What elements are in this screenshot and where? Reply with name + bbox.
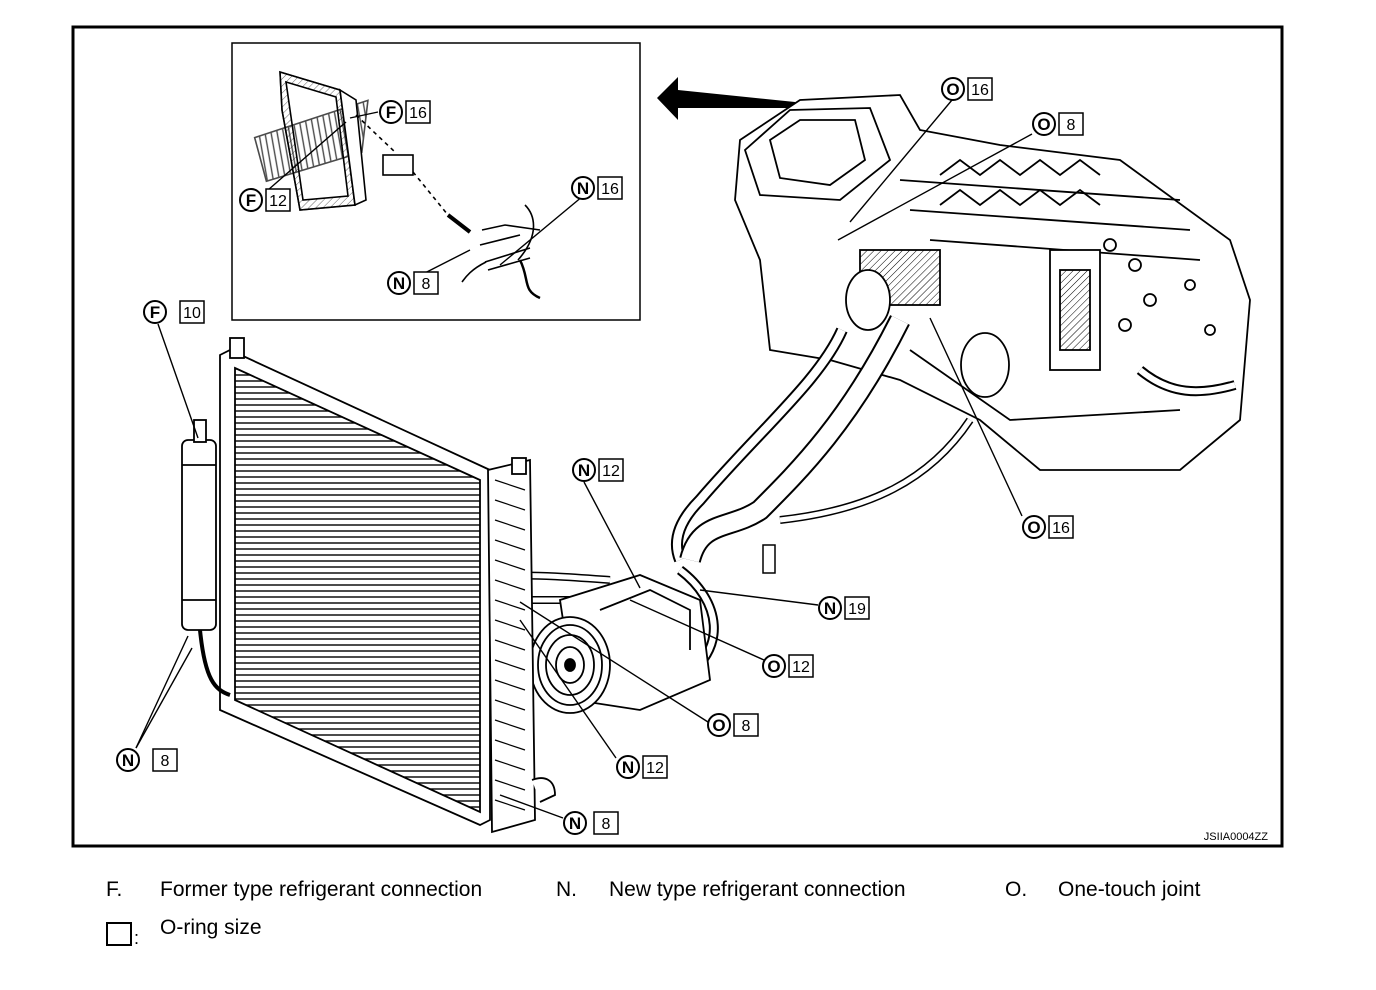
callout-letter: O — [767, 657, 780, 676]
callout-inset-f16: F 16 — [379, 100, 431, 124]
callout-size: 16 — [409, 105, 427, 122]
compressor-drawing — [529, 574, 711, 714]
callout-size: 16 — [971, 82, 989, 99]
callout-size: 19 — [848, 601, 866, 618]
legend-o-key: O. — [1005, 878, 1028, 901]
callout-letter: N — [578, 461, 590, 480]
callout-n19: N 19 — [818, 596, 870, 620]
callout-size: 8 — [161, 753, 170, 770]
legend-box-colon: : — [134, 928, 140, 948]
callout-letter: O — [1037, 115, 1050, 134]
inset-frame — [231, 42, 641, 321]
callout-letter: F — [246, 191, 256, 210]
callout-inset-f12: F 12 — [239, 188, 291, 212]
callout-o12: O 12 — [762, 654, 814, 678]
callout-n8-left: N 8 — [116, 748, 178, 772]
legend-o-text: One-touch joint — [1058, 878, 1201, 901]
callout-o16-top: O 16 — [941, 77, 993, 101]
diagram-frame — [71, 25, 1284, 848]
legend-f-text: Former type refrigerant connection — [160, 878, 483, 901]
callout-letter: N — [569, 814, 581, 833]
callout-letter: F — [386, 103, 396, 122]
callout-size: 16 — [1052, 520, 1070, 537]
callout-letter: N — [622, 758, 634, 777]
legend-f-key: F. — [106, 878, 123, 901]
callout-letter: N — [824, 599, 836, 618]
callout-o16-right: O 16 — [1022, 515, 1074, 539]
callout-letter: O — [946, 80, 959, 99]
callout-letter: N — [393, 274, 405, 293]
callout-size: 12 — [602, 463, 620, 480]
inset-expansion-valve-drawing — [253, 70, 541, 300]
callout-size: 12 — [792, 659, 810, 676]
liquid-tank-drawing — [181, 419, 231, 697]
legend-n-key: N. — [556, 878, 577, 901]
condenser-drawing — [219, 337, 556, 834]
callout-o8-top: O 8 — [1032, 112, 1084, 136]
callout-n12-lower: N 12 — [616, 755, 668, 779]
callout-size: 8 — [742, 718, 751, 735]
callout-letter: O — [712, 716, 725, 735]
callout-f10: F 10 — [143, 300, 205, 324]
heater-cooling-unit-drawing — [734, 94, 1251, 471]
direction-arrow-icon — [657, 77, 795, 120]
callout-size: 10 — [183, 305, 201, 322]
legend-n-text: New type refrigerant connection — [609, 878, 906, 901]
callout-size: 8 — [422, 276, 431, 293]
callout-n8-bottom: N 8 — [563, 811, 619, 835]
callout-letter: O — [1027, 518, 1040, 537]
figure-code: JSIIA0004ZZ — [1204, 831, 1268, 843]
callout-letter: N — [122, 751, 134, 770]
callout-size: 8 — [602, 816, 611, 833]
callout-size: 8 — [1067, 117, 1076, 134]
legend-box-text: O-ring size — [160, 916, 262, 939]
callout-o8-lower: O 8 — [707, 713, 759, 737]
leader-lines — [135, 99, 1033, 819]
callout-letter: N — [577, 179, 589, 198]
callout-inset-n16: N 16 — [571, 176, 623, 200]
legend-oring-box-icon — [106, 922, 132, 946]
callout-size: 12 — [269, 193, 287, 210]
callout-size: 12 — [646, 760, 664, 777]
callout-letter: F — [150, 303, 160, 322]
callout-inset-n8: N 8 — [387, 271, 439, 295]
callout-n12-upper: N 12 — [572, 458, 624, 482]
callout-size: 16 — [601, 181, 619, 198]
